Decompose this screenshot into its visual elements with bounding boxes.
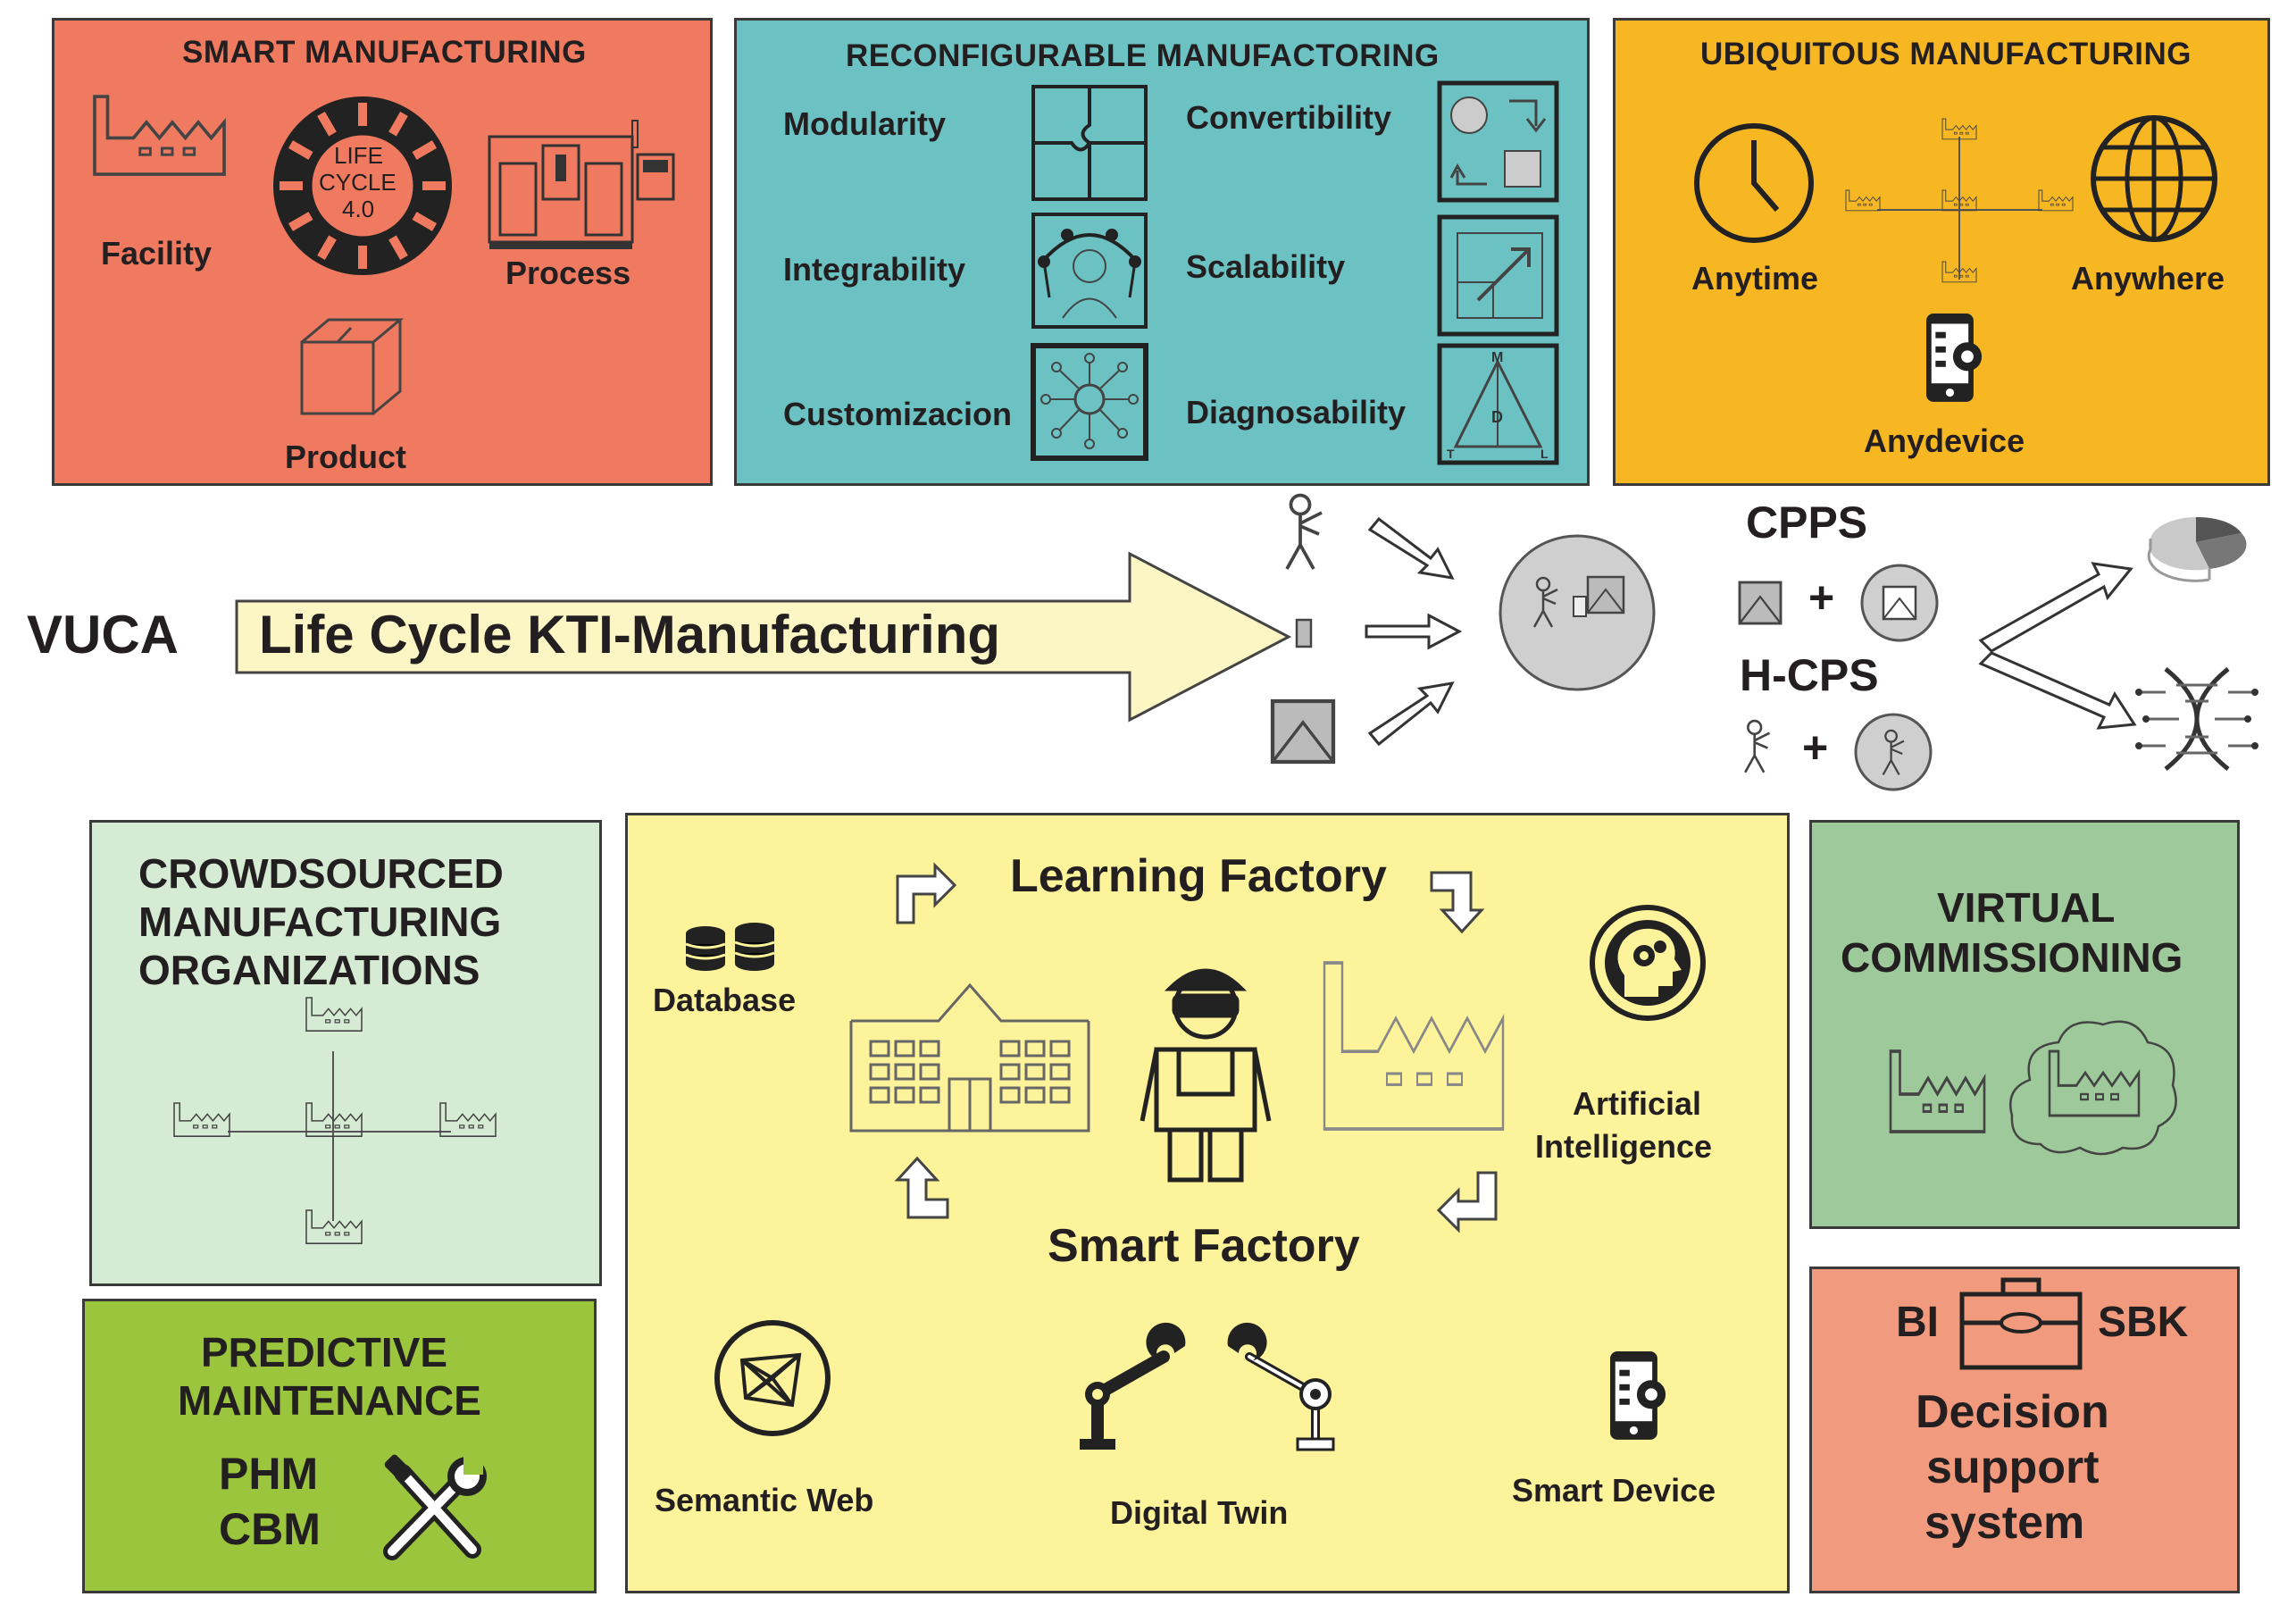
- diagnosability-triangle-icon: M D T L: [1437, 343, 1559, 465]
- smart-manufacturing-title: SMART MANUFACTURING: [182, 35, 587, 70]
- globe-icon: [2091, 115, 2217, 242]
- virtual-cloud-factory-icon: [2009, 1020, 2177, 1156]
- hcps-label: H-CPS: [1740, 650, 1879, 700]
- integrability-label: Integrability: [783, 251, 966, 288]
- decision-title-line-1: Decision: [1916, 1386, 2109, 1438]
- digital-twin-robot-arms-icon: [1080, 1322, 1335, 1451]
- cpps-digital-image-icon: [1860, 564, 1939, 642]
- scalability-icon: [1437, 214, 1559, 337]
- bi-label: BI: [1896, 1299, 1939, 1346]
- worker-vr-icon: [1140, 968, 1272, 1183]
- svg-text:T: T: [1447, 447, 1455, 461]
- crowdsourced-title-line-2: MANUFACTURING: [138, 899, 502, 945]
- hcps-digital-human-icon: [1854, 713, 1933, 791]
- crowdsourced-title-line-3: ORGANIZATIONS: [138, 947, 480, 993]
- virtual-commissioning-panel: VIRTUAL COMMISSIONING: [1809, 820, 2240, 1229]
- anywhere-label: Anywhere: [2071, 260, 2225, 297]
- smart-device-label: Smart Device: [1512, 1472, 1716, 1509]
- cpps-image-icon: [1738, 581, 1783, 625]
- human-figure-icon: [1285, 493, 1323, 571]
- convertibility-label: Convertibility: [1186, 99, 1392, 136]
- school-building-icon: [849, 982, 1090, 1133]
- gear-text-version: 4.0: [342, 196, 375, 222]
- predictive-maintenance-panel: PREDICTIVE MAINTENANCE PHM CBM: [82, 1299, 597, 1593]
- convertibility-icon: [1437, 80, 1559, 203]
- cpps-plus: +: [1808, 573, 1835, 623]
- dna-circuit-icon: [2135, 667, 2258, 771]
- learning-factory-title: Learning Factory: [1010, 850, 1387, 902]
- life-cycle-gear-icon: [273, 96, 452, 275]
- product-label: Product: [285, 439, 407, 475]
- phm-label: PHM: [219, 1449, 319, 1499]
- ai-label-line-2: Intelligence: [1535, 1128, 1713, 1165]
- virtual-title-line-1: VIRTUAL: [1937, 884, 2116, 931]
- briefcase-icon: [1959, 1277, 2083, 1370]
- svg-text:L: L: [1540, 447, 1549, 461]
- factory-icon: [1889, 1049, 1986, 1133]
- pie-chart-icon: [2147, 516, 2247, 582]
- crowdsourced-panel: CROWDSOURCED MANUFACTURING ORGANIZATIONS: [89, 820, 602, 1286]
- cycle-arrows: [894, 862, 1498, 1233]
- input-arrows: [1365, 516, 1463, 747]
- predictive-title-line-2: MAINTENANCE: [178, 1377, 481, 1424]
- clock-icon: [1694, 123, 1814, 243]
- process-label: Process: [505, 255, 631, 291]
- learning-factory-panel: Learning Factory Smart Factory Database: [625, 813, 1790, 1593]
- output-arrows: [1978, 562, 2137, 730]
- vuca-arrow-text: Life Cycle KTI-Manufacturing: [259, 605, 1001, 665]
- svg-text:D: D: [1491, 408, 1503, 426]
- vuca-arrow-shape: [235, 551, 1292, 723]
- gear-text-cycle: CYCLE: [319, 169, 397, 196]
- database-icon: [685, 923, 775, 971]
- factory-network-icon: [1845, 118, 2074, 283]
- decision-title-line-3: system: [1924, 1497, 2085, 1549]
- customizacion-label: Customizacion: [783, 396, 1013, 432]
- decision-support-panel: BI SBK Decision support system: [1809, 1267, 2240, 1593]
- virtual-title-line-2: COMMISSIONING: [1841, 934, 2183, 981]
- sensor-icon: [1295, 618, 1313, 648]
- image-icon: [1273, 701, 1337, 765]
- product-box-icon: [300, 318, 405, 415]
- crowd-factory-network-icon: [173, 997, 497, 1244]
- diagnosability-label: Diagnosability: [1186, 394, 1407, 431]
- gear-text-life: LIFE: [334, 142, 383, 169]
- modularity-label: Modularity: [783, 105, 947, 142]
- hcps-person-icon: [1743, 719, 1771, 774]
- ai-label-line-1: Artificial: [1573, 1085, 1702, 1122]
- predictive-title-line-1: PREDICTIVE: [201, 1329, 448, 1375]
- smart-manufacturing-panel: SMART MANUFACTURING Facility LIFE CYCLE …: [52, 18, 713, 486]
- svg-text:M: M: [1491, 350, 1503, 365]
- reconfigurable-manufacturing-panel: RECONFIGURABLE MANUFACTORING Modularity …: [734, 18, 1590, 486]
- semantic-web-label: Semantic Web: [655, 1482, 874, 1518]
- anydevice-label: Anydevice: [1864, 422, 2025, 459]
- scalability-label: Scalability: [1186, 248, 1346, 285]
- smart-device-icon: [1610, 1351, 1666, 1440]
- reconfigurable-title: RECONFIGURABLE MANUFACTORING: [846, 38, 1440, 73]
- semantic-web-icon: [714, 1320, 831, 1436]
- cbm-label: CBM: [219, 1504, 321, 1554]
- anydevice-phone-icon: [1926, 314, 1983, 402]
- anytime-label: Anytime: [1691, 260, 1819, 297]
- smart-factory-title: Smart Factory: [1048, 1220, 1360, 1272]
- integrability-network-icon: [1031, 213, 1148, 329]
- smart-factory-building-icon: [1323, 961, 1505, 1131]
- vuca-label: VUCA: [27, 605, 180, 665]
- cps-fusion-icon: [1499, 534, 1656, 691]
- hcps-plus: +: [1802, 723, 1829, 773]
- database-label: Database: [653, 982, 797, 1018]
- ubiquitous-title: UBIQUITOUS MANUFACTURING: [1700, 37, 2192, 71]
- ai-head-icon: [1590, 905, 1706, 1021]
- machine-tool-icon: [488, 120, 675, 249]
- sbk-label: SBK: [2098, 1299, 2189, 1346]
- wrench-screwdriver-icon: [383, 1454, 487, 1560]
- facility-label: Facility: [101, 235, 213, 272]
- digital-twin-label: Digital Twin: [1110, 1494, 1289, 1531]
- decision-title-line-2: support: [1926, 1442, 2100, 1493]
- cpps-label: CPPS: [1746, 497, 1868, 548]
- ubiquitous-manufacturing-panel: UBIQUITOUS MANUFACTURING Anytime Anywher…: [1613, 18, 2270, 486]
- customization-icon: [1031, 343, 1148, 461]
- crowdsourced-title-line-1: CROWDSOURCED: [138, 850, 504, 897]
- facility-icon: [93, 95, 226, 176]
- puzzle-icon: [1031, 85, 1148, 201]
